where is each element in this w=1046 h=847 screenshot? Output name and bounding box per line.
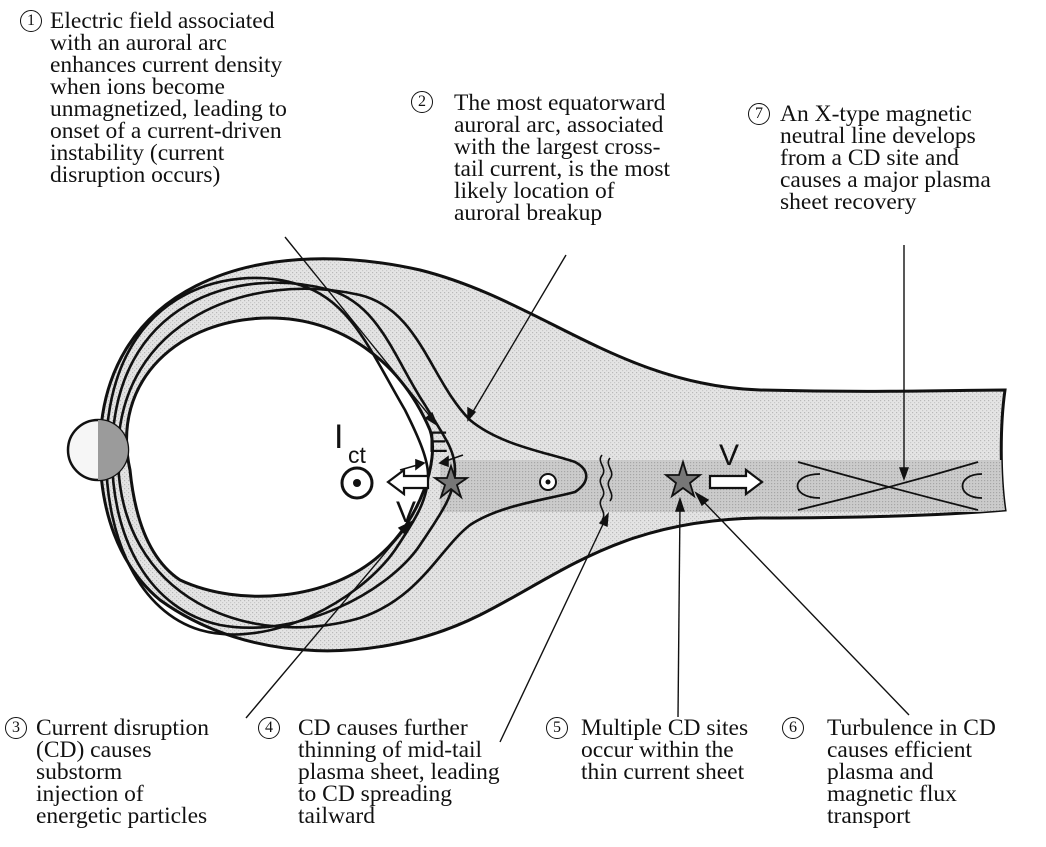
annotation-1-text: Electric field associated with an aurora… bbox=[50, 10, 287, 186]
annotation-6-text: Turbulence in CD causes efficient plasma… bbox=[827, 717, 996, 827]
annotation-6-number: 6 bbox=[782, 717, 804, 739]
annotation-7-number: 7 bbox=[748, 103, 770, 125]
annotation-3-number: 3 bbox=[5, 717, 27, 739]
tailward-velocity-label: V bbox=[719, 439, 739, 472]
pointer-5 bbox=[678, 505, 680, 717]
current-out-of-page-large bbox=[342, 468, 372, 498]
annotation-5-text: Multiple CD sites occur within the thin … bbox=[581, 717, 748, 783]
current-label: I bbox=[334, 418, 343, 456]
annotation-5-number: 5 bbox=[546, 717, 568, 739]
annotation-2-number: 2 bbox=[411, 91, 433, 113]
current-label-subscript: ct bbox=[348, 442, 367, 468]
current-out-of-page-small bbox=[540, 474, 556, 490]
annotation-2-text: The most equatorward auroral arc, associ… bbox=[454, 92, 670, 224]
electric-field-label: E bbox=[428, 426, 448, 459]
annotation-3-text: Current disruption (CD) causes substorm … bbox=[36, 717, 209, 827]
pointer-6 bbox=[700, 498, 909, 715]
earth bbox=[68, 420, 128, 480]
annotation-4-text: CD causes further thinning of mid-tail p… bbox=[298, 717, 500, 827]
annotation-1-number: 1 bbox=[20, 10, 42, 32]
annotation-7-text: An X-type magnetic neutral line develops… bbox=[780, 103, 991, 213]
annotation-4-number: 4 bbox=[258, 717, 280, 739]
